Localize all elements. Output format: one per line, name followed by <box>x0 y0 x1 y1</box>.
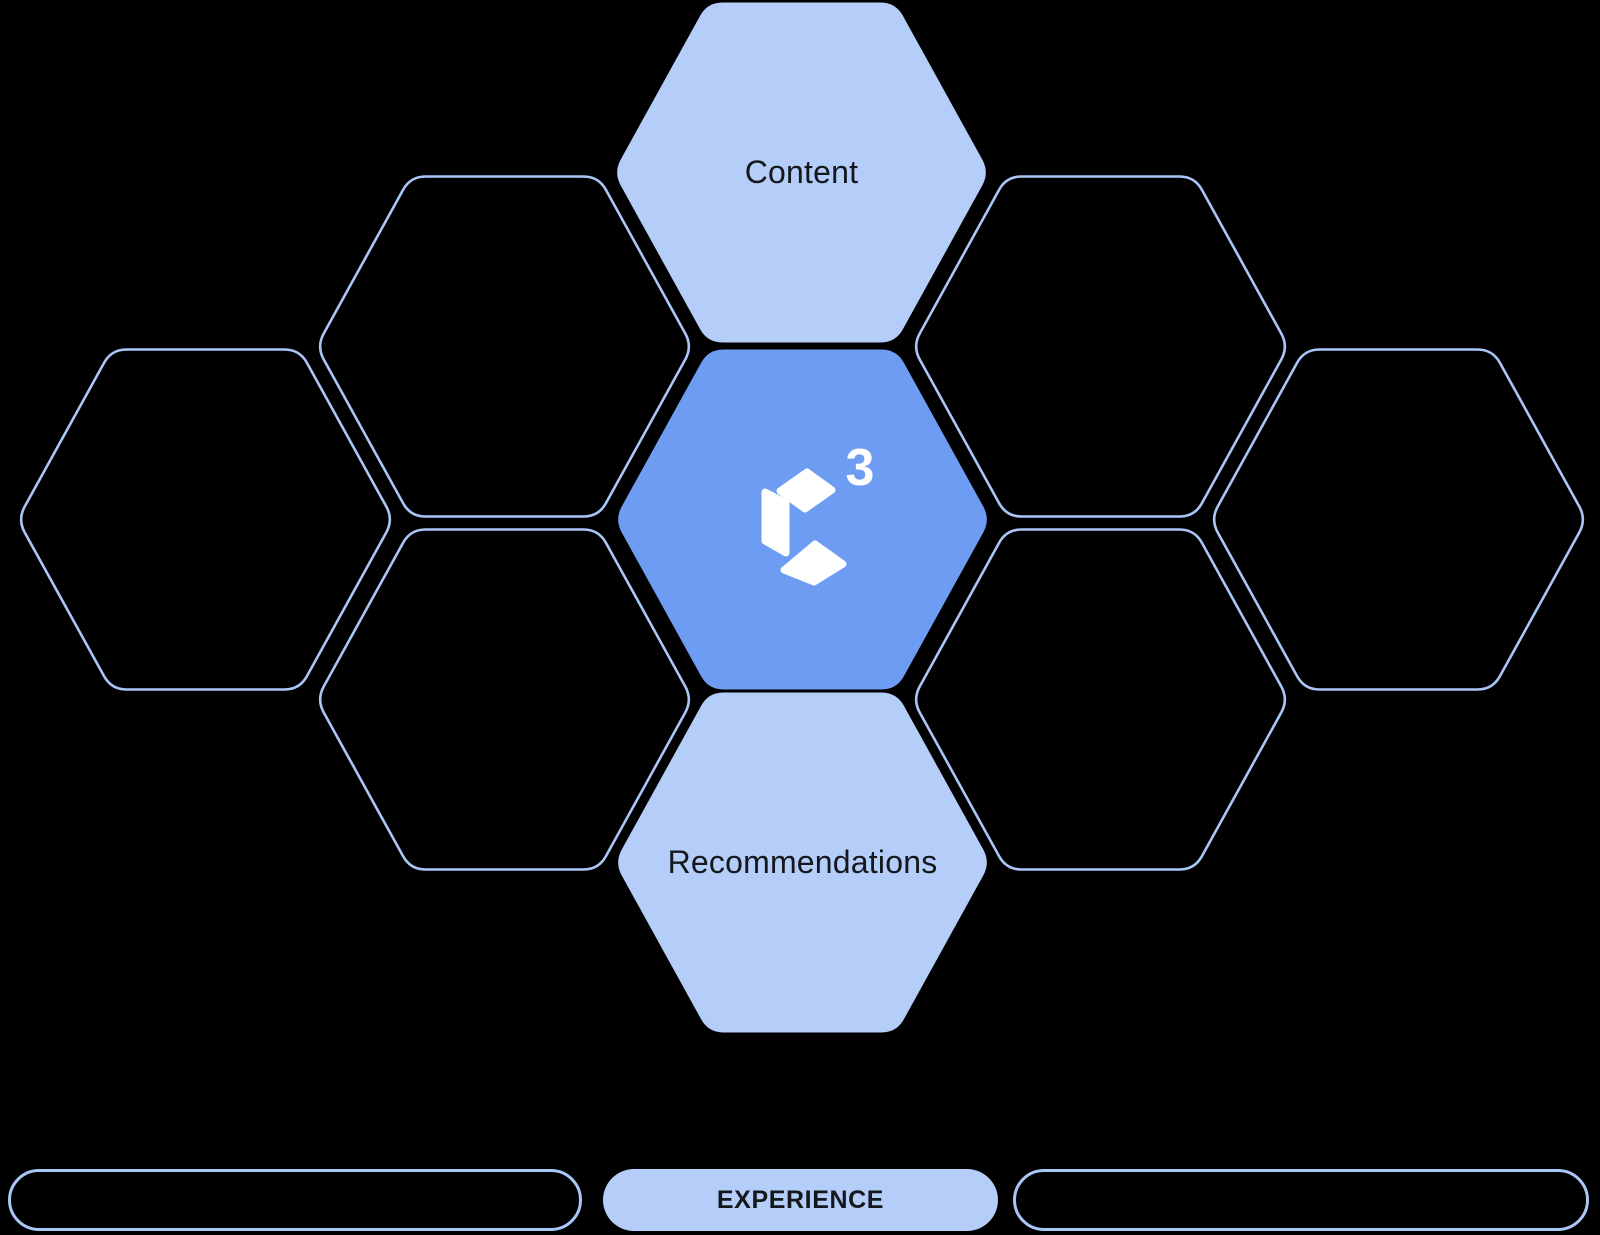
hexagon-fill <box>618 692 987 1033</box>
hexagon-outline <box>1212 348 1585 691</box>
hexagon-content: Content <box>611 0 992 345</box>
hexagon-center: 3 <box>612 347 993 692</box>
hexagon-far-right <box>1208 347 1589 692</box>
pill-right <box>1013 1169 1589 1231</box>
pill-experience: EXPERIENCE <box>603 1169 998 1231</box>
c3-logo-icon: 3 <box>761 444 875 586</box>
pill-left <box>8 1169 582 1231</box>
c3-logo-bottom-face <box>780 540 847 586</box>
c3-logo-left-face <box>761 488 790 557</box>
experience-label: EXPERIENCE <box>716 1185 885 1214</box>
hexagon-fill <box>617 2 986 343</box>
hexagon-recommendations: Recommendations <box>612 690 993 1035</box>
c3-logo-top-face <box>776 468 836 513</box>
c3-logo-superscript: 3 <box>846 444 875 497</box>
